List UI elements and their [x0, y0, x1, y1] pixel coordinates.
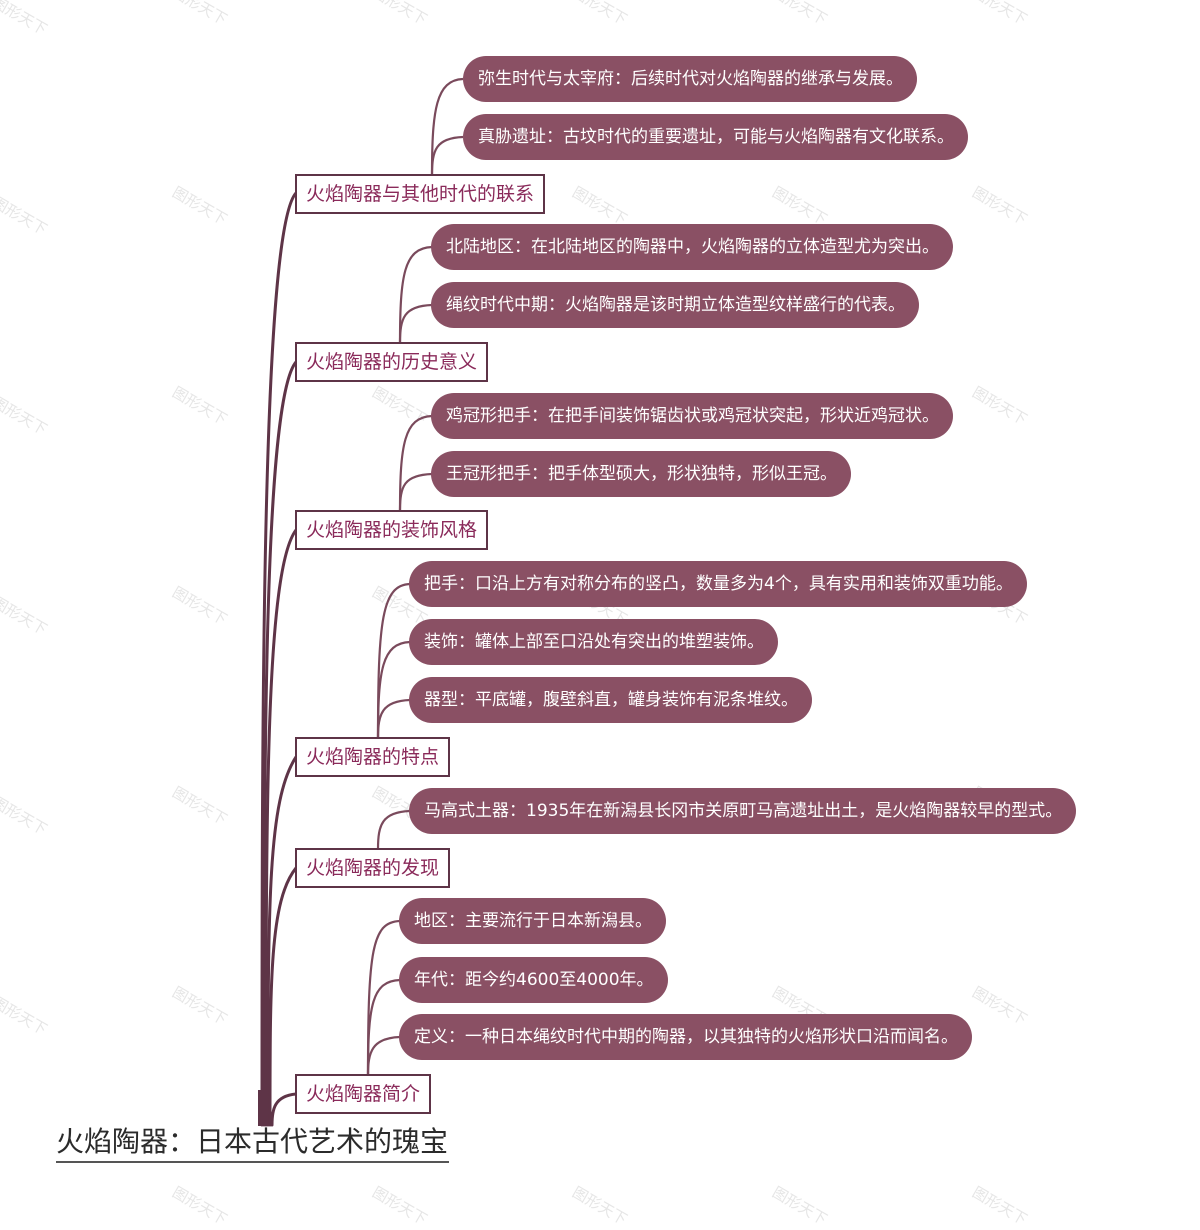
leaf-vessel-form[interactable]: 器型：平底罐，腹壁斜直，罐身装饰有泥条堆纹。 [409, 677, 812, 723]
leaf-cockscomb-handle[interactable]: 鸡冠形把手：在把手间装饰锯齿状或鸡冠状突起，形状近鸡冠状。 [431, 393, 953, 439]
leaf-umataka-style[interactable]: 马高式土器：1935年在新潟县长冈市关原町马高遗址出土，是火焰陶器较早的型式。 [409, 788, 1077, 834]
branch-historical-significance[interactable]: 火焰陶器的历史意义 [295, 342, 489, 382]
leaf-middle-jomon[interactable]: 绳纹时代中期：火焰陶器是该时期立体造型纹样盛行的代表。 [431, 282, 919, 328]
branch-characteristics[interactable]: 火焰陶器的特点 [295, 737, 451, 777]
leaf-mawaki-site[interactable]: 真胁遗址：古坟时代的重要遗址，可能与火焰陶器有文化联系。 [463, 114, 968, 160]
leaf-crown-handle[interactable]: 王冠形把手：把手体型硕大，形状独特，形似王冠。 [431, 451, 851, 497]
leaf-handles[interactable]: 把手：口沿上方有对称分布的竖凸，数量多为4个，具有实用和装饰双重功能。 [409, 561, 1027, 607]
branch-discovery[interactable]: 火焰陶器的发现 [295, 848, 451, 888]
leaf-yayoi-dazaifu[interactable]: 弥生时代与太宰府：后续时代对火焰陶器的继承与发展。 [463, 56, 917, 102]
branch-introduction[interactable]: 火焰陶器简介 [295, 1074, 432, 1114]
root-topic[interactable]: 火焰陶器：日本古代艺术的瑰宝 [56, 1124, 450, 1163]
leaf-era[interactable]: 年代：距今约4600至4000年。 [399, 957, 668, 1003]
branch-decorative-style[interactable]: 火焰陶器的装饰风格 [295, 510, 489, 550]
leaf-decoration[interactable]: 装饰：罐体上部至口沿处有突出的堆塑装饰。 [409, 619, 778, 665]
leaf-region[interactable]: 地区：主要流行于日本新潟县。 [399, 898, 666, 944]
leaf-hokuriku-region[interactable]: 北陆地区：在北陆地区的陶器中，火焰陶器的立体造型尤为突出。 [431, 224, 953, 270]
leaf-definition[interactable]: 定义：一种日本绳纹时代中期的陶器，以其独特的火焰形状口沿而闻名。 [399, 1014, 972, 1060]
branch-relation-other-eras[interactable]: 火焰陶器与其他时代的联系 [295, 174, 546, 214]
